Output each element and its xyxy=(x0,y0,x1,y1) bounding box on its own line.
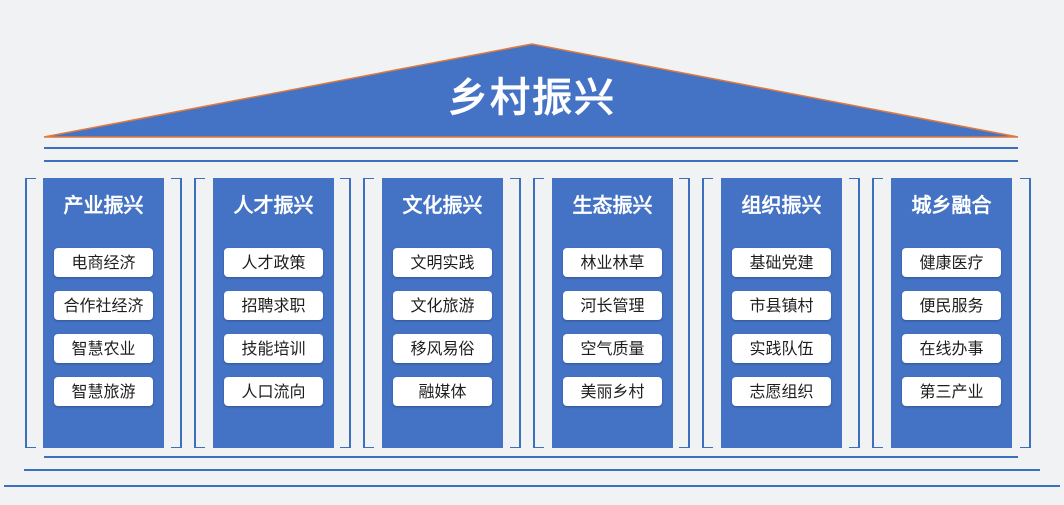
pillar-item: 空气质量 xyxy=(563,334,662,363)
bracket-pair xyxy=(849,178,883,448)
pillar-title: 文化振兴 xyxy=(402,193,483,217)
roof-triangle xyxy=(43,43,1019,138)
pillar-item: 移风易俗 xyxy=(393,334,492,363)
lintel-line xyxy=(44,147,1018,149)
pillar-item: 融媒体 xyxy=(393,377,492,406)
pillar-item: 志愿组织 xyxy=(732,377,831,406)
pillar-industry: 产业振兴 电商经济 合作社经济 智慧农业 智慧旅游 xyxy=(43,178,164,448)
base-line xyxy=(24,469,1040,471)
pillar-item: 合作社经济 xyxy=(54,291,153,320)
pillar-item: 招聘求职 xyxy=(224,291,323,320)
pillar-item: 便民服务 xyxy=(902,291,1001,320)
bracket-pair xyxy=(340,178,374,448)
pillar-item: 林业林草 xyxy=(563,248,662,277)
pillar-item: 基础党建 xyxy=(732,248,831,277)
pillar-item: 健康医疗 xyxy=(902,248,1001,277)
pillar-title: 城乡融合 xyxy=(911,193,992,217)
bracket-pair xyxy=(510,178,544,448)
pillar-organization: 组织振兴 基础党建 市县镇村 实践队伍 志愿组织 xyxy=(721,178,842,448)
pillar-item: 技能培训 xyxy=(224,334,323,363)
pillar-item: 智慧旅游 xyxy=(54,377,153,406)
pillar-item: 人才政策 xyxy=(224,248,323,277)
pillar-item: 在线办事 xyxy=(902,334,1001,363)
pillar-item: 电商经济 xyxy=(54,248,153,277)
base-line xyxy=(4,485,1060,487)
pillar-item: 第三产业 xyxy=(902,377,1001,406)
pillar-talent: 人才振兴 人才政策 招聘求职 技能培训 人口流向 xyxy=(213,178,334,448)
pillar-item: 文明实践 xyxy=(393,248,492,277)
pillar-title: 生态振兴 xyxy=(572,193,653,217)
bracket-right-edge xyxy=(1020,178,1031,448)
pillar-title: 人才振兴 xyxy=(233,193,314,217)
roof xyxy=(43,43,1019,138)
pillar-item: 实践队伍 xyxy=(732,334,831,363)
pillar-title: 组织振兴 xyxy=(741,193,822,217)
pillar-item: 人口流向 xyxy=(224,377,323,406)
pillar-title: 产业振兴 xyxy=(63,193,144,217)
pillar-ecology: 生态振兴 林业林草 河长管理 空气质量 美丽乡村 xyxy=(552,178,673,448)
pillar-item: 文化旅游 xyxy=(393,291,492,320)
base-line xyxy=(44,456,1018,458)
bracket-left-edge xyxy=(25,178,36,448)
pillar-item: 美丽乡村 xyxy=(563,377,662,406)
pillar-urban-rural: 城乡融合 健康医疗 便民服务 在线办事 第三产业 xyxy=(891,178,1012,448)
pillar-culture: 文化振兴 文明实践 文化旅游 移风易俗 融媒体 xyxy=(382,178,503,448)
bracket-pair xyxy=(679,178,713,448)
pillar-item: 河长管理 xyxy=(563,291,662,320)
page-title: 乡村振兴 xyxy=(448,75,616,121)
bracket-pair xyxy=(171,178,205,448)
pillar-item: 智慧农业 xyxy=(54,334,153,363)
lintel-line xyxy=(44,160,1018,162)
pillar-item: 市县镇村 xyxy=(732,291,831,320)
